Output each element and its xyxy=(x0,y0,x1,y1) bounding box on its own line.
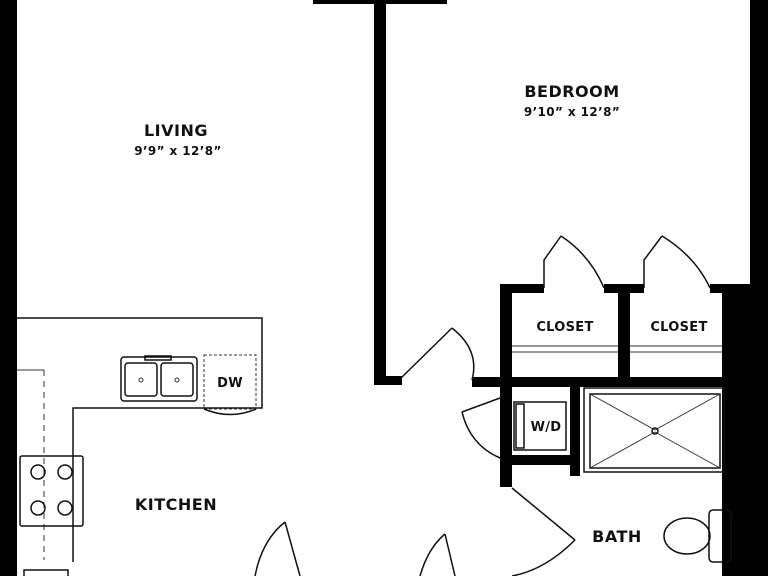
closet-right-name: CLOSET xyxy=(650,320,707,335)
entry-door-left-swing xyxy=(254,521,286,576)
entry-door-right-swing xyxy=(419,533,446,576)
shower-slope-4 xyxy=(654,431,721,469)
shower-slope-1 xyxy=(589,393,656,431)
wall-closet-left-side xyxy=(500,284,512,386)
burner-1 xyxy=(30,464,46,480)
washer-dryer: W/D xyxy=(513,401,567,451)
entry-door-left-leaf xyxy=(284,521,301,576)
burner-2 xyxy=(57,464,73,480)
wall-core-top xyxy=(472,377,724,387)
living-room-dimensions: 9’9” x 12’8” xyxy=(134,144,222,158)
wd-door-leaf xyxy=(461,397,501,413)
wall-divider-foot xyxy=(374,376,402,385)
wd-label: W/D xyxy=(531,420,562,435)
wall-closet-top-left xyxy=(500,284,544,293)
wall-bath-left-stub xyxy=(500,465,512,487)
bedroom-name: BEDROOM xyxy=(524,82,619,101)
entry-door-right-leaf xyxy=(444,533,456,576)
wall-wd-left xyxy=(500,377,512,462)
dishwasher-outline xyxy=(203,354,257,410)
wall-wd-right xyxy=(570,386,580,476)
toilet-tank xyxy=(708,509,732,563)
range-outline xyxy=(19,455,84,527)
wall-bedroom-right xyxy=(750,0,768,288)
wall-wd-bottom xyxy=(500,455,578,465)
shower xyxy=(583,387,725,473)
living-room-name: LIVING xyxy=(144,121,208,140)
wall-closet-top-right xyxy=(710,284,724,293)
bedroom-dimensions: 9’10” x 12’8” xyxy=(524,105,620,119)
wall-closet-mid-side xyxy=(618,284,630,386)
wd-panel xyxy=(515,403,525,449)
closet-shelves xyxy=(512,345,722,353)
closet-left-door-swing xyxy=(560,235,605,289)
kitchen-sink xyxy=(120,355,198,402)
toilet xyxy=(663,509,732,563)
bath-door-leaf xyxy=(511,487,576,541)
sink-basin-right xyxy=(160,362,194,397)
doors xyxy=(254,235,711,576)
closet-left-name: CLOSET xyxy=(536,320,593,335)
closet-left-door-leaf xyxy=(543,235,562,288)
bedroom-door-leaf xyxy=(400,327,453,379)
shower-inner xyxy=(589,393,721,469)
shower-drain xyxy=(651,427,659,435)
fridge-edge xyxy=(23,569,69,576)
shower-slope-2 xyxy=(654,393,721,431)
burner-4 xyxy=(57,500,73,516)
dishwasher-label: DW xyxy=(217,376,243,391)
dishwasher-door-swing xyxy=(203,408,257,416)
burner-3 xyxy=(30,500,46,516)
wall-left-exterior xyxy=(0,0,17,576)
wd-door-swing xyxy=(461,411,501,459)
wall-right-service xyxy=(722,284,768,576)
sink-outline xyxy=(120,356,198,402)
kitchen-counter xyxy=(17,317,263,576)
shower-outer xyxy=(583,387,725,473)
shower-slope-3 xyxy=(589,431,656,469)
bath-name: BATH xyxy=(592,527,642,546)
closet-right-door-leaf xyxy=(643,235,663,288)
bath-door-swing xyxy=(511,539,576,576)
bedroom-door-swing xyxy=(451,327,475,381)
dishwasher: DW xyxy=(203,354,257,416)
faucet xyxy=(144,355,172,361)
drain-left xyxy=(138,377,144,383)
wall-living-bedroom-divider xyxy=(374,0,386,384)
drain-right xyxy=(174,377,180,383)
counter-outline xyxy=(17,317,263,562)
wall-divider-cap xyxy=(313,0,447,4)
closet-right-door-swing xyxy=(661,235,711,289)
kitchen-name: KITCHEN xyxy=(135,495,217,514)
sink-basin-left xyxy=(124,362,158,397)
wd-outline xyxy=(513,401,567,451)
toilet-bowl xyxy=(663,517,711,555)
